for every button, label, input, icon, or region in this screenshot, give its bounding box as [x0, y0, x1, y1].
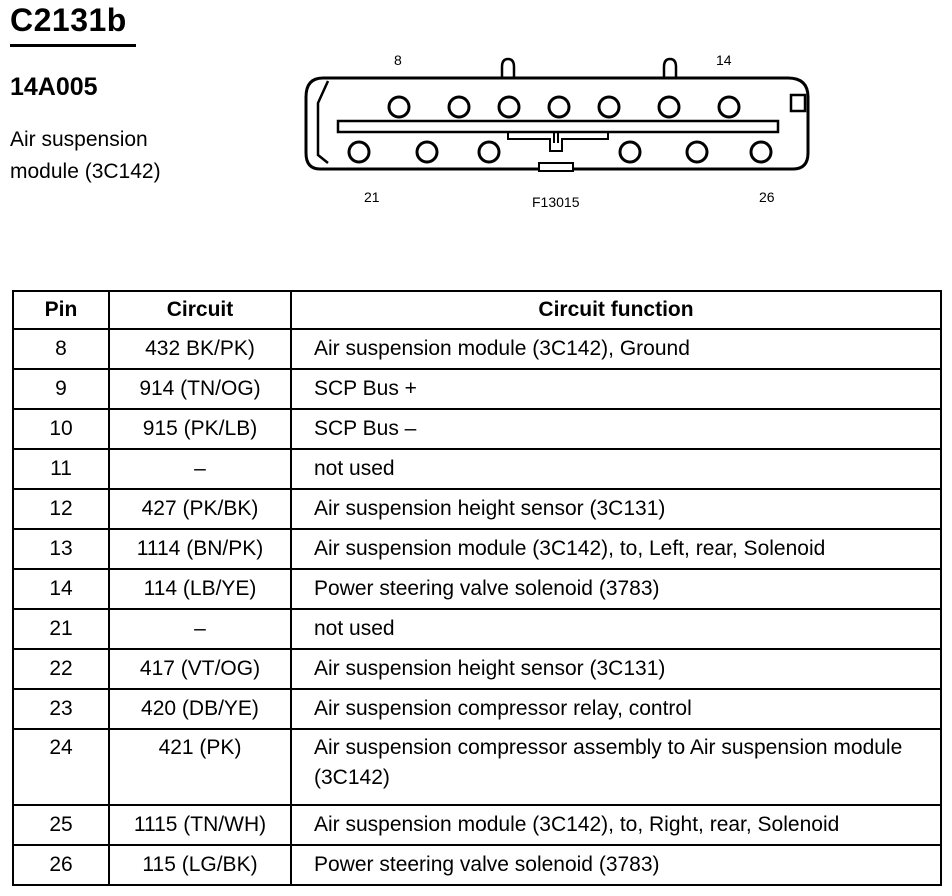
pin-13-cavity [657, 95, 681, 119]
pinout-table: Pin Circuit Circuit function 8 432 BK/PK… [12, 290, 942, 886]
connector-bottom-key [538, 162, 574, 172]
pin-cell: 24 [12, 728, 110, 806]
connector-description: Air suspension module (3C142) [10, 128, 161, 183]
function-cell: SCP Bus – [290, 408, 942, 450]
pin-cell: 11 [12, 448, 110, 490]
pin-cell: 10 [12, 408, 110, 450]
pin-25-cavity [685, 140, 709, 164]
function-cell: Power steering valve solenoid (3783) [290, 844, 942, 886]
table-row: 13 1114 (BN/PK) Air suspension module (3… [12, 528, 942, 570]
table-row: 11 – not used [12, 448, 942, 490]
table-row: 23 420 (DB/YE) Air suspension compressor… [12, 688, 942, 730]
table-header-row: Pin Circuit Circuit function [12, 290, 942, 330]
figure-code: F13015 [532, 194, 580, 210]
table-row: 14 114 (LB/YE) Power steering valve sole… [12, 568, 942, 610]
table-row: 10 915 (PK/LB) SCP Bus – [12, 408, 942, 450]
label-pin-14: 14 [716, 52, 732, 68]
connector-divider-bar [336, 119, 780, 134]
connector-key-square [789, 93, 807, 113]
pin-cell: 12 [12, 488, 110, 530]
circuit-cell: 420 (DB/YE) [108, 688, 292, 730]
label-pin-8: 8 [394, 52, 402, 68]
pin-cell: 21 [12, 608, 110, 650]
table-row: 8 432 BK/PK) Air suspension module (3C14… [12, 328, 942, 370]
table-body: 8 432 BK/PK) Air suspension module (3C14… [12, 328, 942, 886]
function-cell: Air suspension module (3C142), to, Left,… [290, 528, 942, 570]
circuit-cell: 915 (PK/LB) [108, 408, 292, 450]
function-cell: Air suspension module (3C142), Ground [290, 328, 942, 370]
pin-cell: 26 [12, 844, 110, 886]
circuit-cell: 432 BK/PK) [108, 328, 292, 370]
function-cell: Air suspension compressor assembly to Ai… [290, 728, 942, 806]
pin-cell: 25 [12, 804, 110, 846]
connector-key-notch [316, 80, 330, 164]
function-cell: Air suspension compressor relay, control [290, 688, 942, 730]
header-circuit: Circuit [108, 290, 292, 330]
connector-id: C2131b [10, 2, 127, 38]
header-circuit-function: Circuit function [290, 290, 942, 330]
bottom-pin-row [347, 140, 773, 164]
pin-12-cavity [597, 95, 621, 119]
circuit-cell: 114 (LB/YE) [108, 568, 292, 610]
circuit-cell: 421 (PK) [108, 728, 292, 806]
function-cell: not used [290, 608, 942, 650]
circuit-cell: – [108, 608, 292, 650]
table-row: 26 115 (LG/BK) Power steering valve sole… [12, 844, 942, 886]
pin-21-cavity [347, 140, 371, 164]
circuit-cell: 914 (TN/OG) [108, 368, 292, 410]
circuit-cell: 1115 (TN/WH) [108, 804, 292, 846]
pin-cell: 23 [12, 688, 110, 730]
circuit-cell: – [108, 448, 292, 490]
pin-10-cavity [497, 95, 521, 119]
table-row: 24 421 (PK) Air suspension compressor as… [12, 728, 942, 806]
pin-23-cavity [477, 140, 501, 164]
table-row: 25 1115 (TN/WH) Air suspension module (3… [12, 804, 942, 846]
connector-latch-left [500, 57, 516, 78]
table-row: 12 427 (PK/BK) Air suspension height sen… [12, 488, 942, 530]
pin-cell: 14 [12, 568, 110, 610]
label-pin-26: 26 [759, 189, 775, 205]
function-cell: not used [290, 448, 942, 490]
function-cell: Air suspension height sensor (3C131) [290, 648, 942, 690]
pin-11-cavity [547, 95, 571, 119]
pin-22-cavity [415, 140, 439, 164]
header-pin: Pin [12, 290, 110, 330]
pin-14-cavity [717, 95, 741, 119]
circuit-cell: 427 (PK/BK) [108, 488, 292, 530]
pin-24-cavity [618, 140, 642, 164]
pin-cell: 13 [12, 528, 110, 570]
table-row: 9 914 (TN/OG) SCP Bus + [12, 368, 942, 410]
table-row: 22 417 (VT/OG) Air suspension height sen… [12, 648, 942, 690]
connector-latch-right [662, 57, 678, 78]
connector-face-diagram: 8 14 21 26 F13015 [304, 52, 810, 210]
label-pin-21: 21 [364, 189, 380, 205]
function-cell: Air suspension height sensor (3C131) [290, 488, 942, 530]
pin-cell: 9 [12, 368, 110, 410]
circuit-cell: 417 (VT/OG) [108, 648, 292, 690]
function-cell: SCP Bus + [290, 368, 942, 410]
pin-8-cavity [387, 95, 411, 119]
function-cell: Air suspension module (3C142), to, Right… [290, 804, 942, 846]
pin-9-cavity [447, 95, 471, 119]
circuit-cell: 1114 (BN/PK) [108, 528, 292, 570]
function-cell: Power steering valve solenoid (3783) [290, 568, 942, 610]
connector-housing [304, 76, 810, 171]
top-pin-row [387, 95, 741, 119]
table-row: 21 – not used [12, 608, 942, 650]
pin-26-cavity [749, 140, 773, 164]
connector-center-lock [507, 132, 609, 152]
pin-cell: 22 [12, 648, 110, 690]
circuit-cell: 115 (LG/BK) [108, 844, 292, 886]
title-underline [10, 44, 136, 47]
part-number: 14A005 [10, 73, 98, 101]
pin-cell: 8 [12, 328, 110, 370]
